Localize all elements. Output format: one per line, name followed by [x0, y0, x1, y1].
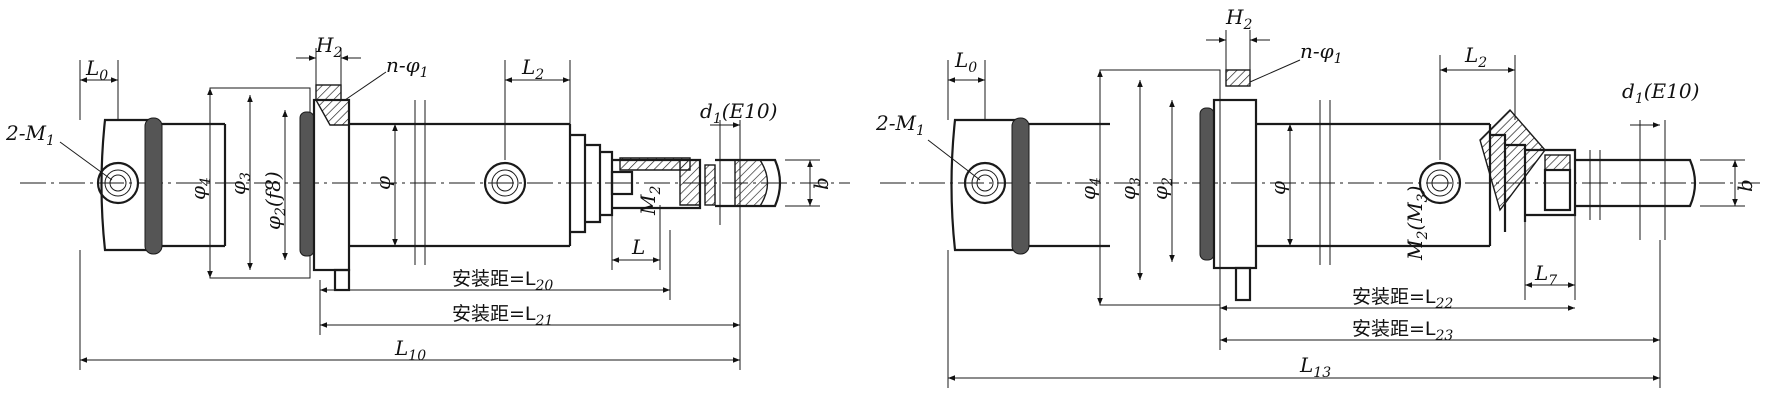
left-L10-label: L10 — [394, 336, 426, 364]
left-holes-label: n-φ1 — [386, 53, 429, 81]
right-M2M3-label: M2(M3) — [1403, 186, 1431, 261]
right-phi2-label: φ2 — [1148, 177, 1176, 200]
left-phi2-label: φ2(f8) — [261, 171, 289, 230]
right-L13-label: L13 — [1299, 353, 1331, 381]
right-front-seal-band — [1199, 107, 1215, 261]
left-rear-port — [96, 161, 140, 205]
left-phi-label: φ — [371, 176, 395, 190]
left-front-port — [483, 161, 527, 205]
right-L2-label: L2 — [1464, 43, 1487, 71]
left-M2-label: M2 — [636, 186, 664, 216]
left-rear-cap — [100, 118, 152, 252]
right-L0-label: L0 — [954, 48, 977, 76]
left-flange-hole-section — [315, 84, 342, 101]
left-front-seal-band — [299, 111, 315, 257]
left-L0-label: L0 — [85, 56, 108, 84]
right-b-label: b — [1733, 179, 1757, 192]
right-dimensions — [927, 30, 1745, 388]
left-L2-label: L2 — [521, 55, 544, 83]
left-L21-label: 安装距=L21 — [452, 303, 553, 329]
right-flange-hole-section — [1225, 69, 1251, 87]
left-H2-label: H2 — [315, 33, 342, 61]
right-phi-label: φ — [1266, 181, 1290, 195]
right-phi4-label: φ4 — [1076, 177, 1104, 200]
left-dimensions — [59, 48, 820, 370]
right-phi3-label: φ3 — [1116, 177, 1144, 200]
left-d1-label: d1(E10) — [700, 99, 777, 127]
right-rear-cap — [950, 118, 1017, 252]
right-front-port — [1418, 161, 1462, 205]
right-L22-label: 安装距=L22 — [1352, 286, 1453, 312]
left-ports-label: 2-M1 — [5, 121, 55, 149]
right-L7-label: L7 — [1534, 261, 1557, 289]
right-d1-label: d1(E10) — [1622, 79, 1699, 107]
left-phi3-label: φ3 — [226, 172, 254, 195]
left-rear-seal-band — [144, 117, 163, 255]
right-H2-label: H2 — [1225, 5, 1252, 33]
right-ports-label: 2-M1 — [875, 111, 925, 139]
left-cylinder-figure: 2-M1 L0 H2 n-φ1 L2 d1(E10) φ4 φ3 φ2(f8) … — [5, 33, 850, 370]
right-rear-seal-band — [1011, 117, 1030, 255]
right-L23-label: 安装距=L23 — [1352, 318, 1453, 344]
right-cylinder-figure: 2-M1 L0 H2 n-φ1 L2 d1(E10) φ4 φ3 φ2 φ M2… — [875, 5, 1760, 388]
left-phi4-label: φ4 — [186, 177, 214, 200]
right-piston-rod — [1575, 158, 1697, 208]
left-L-label: L — [631, 235, 645, 259]
right-holes-label: n-φ1 — [1300, 39, 1343, 67]
left-b-label: b — [809, 177, 833, 190]
right-rear-port — [963, 161, 1007, 205]
left-L20-label: 安装距=L20 — [452, 268, 553, 294]
